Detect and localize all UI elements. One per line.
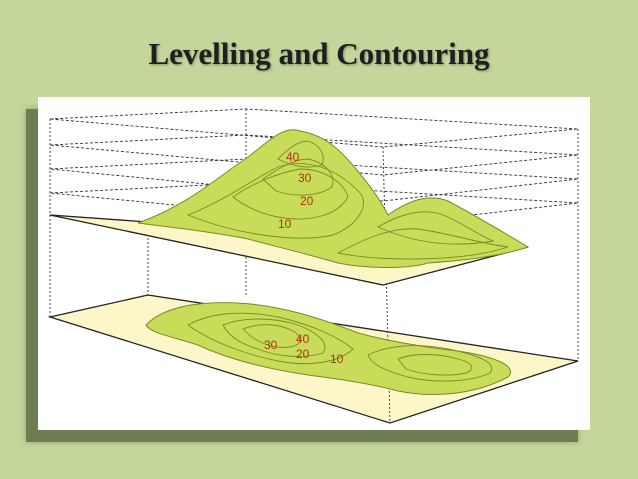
terrain-label-40: 40 — [286, 150, 300, 164]
terrain-label-30: 30 — [298, 171, 312, 185]
map-label-40: 40 — [296, 332, 310, 346]
slide-title: Levelling and Contouring — [148, 36, 490, 71]
map-label-20: 20 — [296, 347, 310, 361]
contour-map — [145, 302, 511, 396]
map-label-10: 10 — [330, 352, 344, 366]
map-label-30: 30 — [264, 338, 278, 352]
diagram-frame: 40 30 20 10 30 40 20 10 — [38, 97, 590, 430]
terrain-surface — [137, 129, 530, 268]
terrain-label-20: 20 — [300, 194, 314, 208]
terrain-label-10: 10 — [278, 217, 292, 231]
contour-diagram: 40 30 20 10 30 40 20 10 — [47, 108, 579, 424]
